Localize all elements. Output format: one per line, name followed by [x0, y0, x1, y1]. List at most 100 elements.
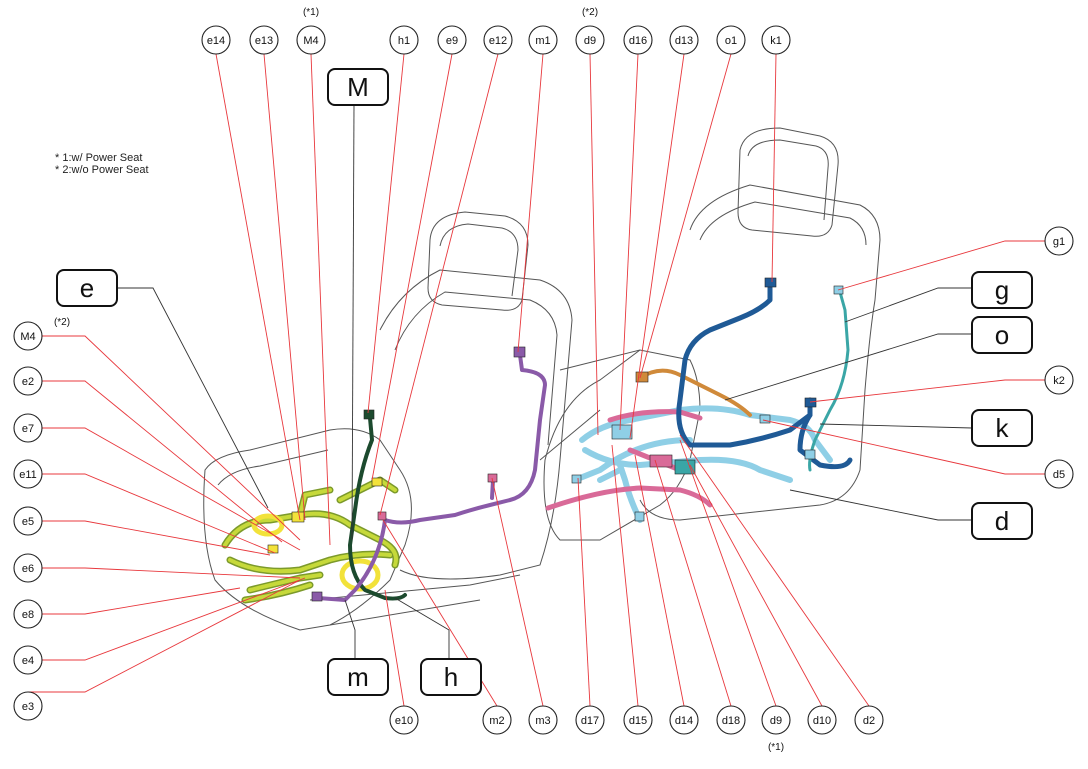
connector-label: d16: [629, 35, 647, 47]
leader-e3: [28, 579, 301, 693]
leader-e11: [42, 473, 276, 554]
area-label-k: k: [971, 409, 1033, 447]
connector-block-k1: [764, 277, 777, 288]
connector-label: e4: [22, 655, 34, 667]
connector-label: m1: [535, 35, 550, 47]
connector-circle: [389, 25, 419, 55]
area-label-box: [420, 658, 482, 696]
leader-d13: [629, 53, 685, 439]
connector-circle: [1044, 365, 1074, 395]
leader-e12: [379, 53, 499, 516]
connector-circle: [716, 25, 746, 55]
connector-e12: e12: [483, 25, 513, 55]
connector-label: e2: [22, 376, 34, 388]
area-label-text: g: [995, 275, 1009, 305]
area-label-text: h: [444, 662, 458, 692]
area-label-g: g: [971, 271, 1033, 309]
connector-circle: [716, 705, 746, 735]
harness-e: [221, 476, 400, 604]
connector-e4: e4: [13, 645, 43, 675]
connector-note: (*2): [582, 7, 598, 18]
connector-e2: e2: [13, 366, 43, 396]
connector-block-d: [611, 424, 633, 440]
rear-side: [539, 349, 641, 461]
footnotes: * 1:w/ Power Seat * 2:w/o Power Seat: [55, 152, 149, 176]
leader-e14: [215, 53, 301, 521]
leader-m3: [491, 477, 544, 707]
harness-yellow-loops: [251, 513, 381, 592]
connector-e5: e5: [13, 506, 43, 536]
pointer-d: [789, 489, 972, 521]
connector-d5: d5: [1044, 459, 1074, 489]
harnesses: [221, 282, 853, 604]
harness-k: [676, 282, 853, 470]
connector-label: d17: [581, 715, 599, 727]
connector-block-m3: [311, 591, 323, 602]
connector-e7: e7: [13, 413, 43, 443]
harness-g: [808, 290, 850, 472]
connector-label: k2: [1053, 375, 1065, 387]
connector-label: M4: [303, 35, 318, 47]
connector-label: e6: [22, 563, 34, 575]
front-headrest-inner: [439, 223, 519, 297]
connector-d15: d15: [623, 705, 653, 735]
rear-seat-back: [639, 184, 881, 521]
connector-label: e7: [22, 423, 34, 435]
connector-block-d5: [634, 511, 645, 522]
connector-circle: [201, 25, 231, 55]
area-label-text: m: [347, 662, 369, 692]
area-label-e: e: [56, 269, 118, 307]
connector-d2: d2: [854, 705, 884, 735]
leader-e5: [42, 520, 271, 556]
leader-M4b: [42, 335, 301, 541]
front-cushion: [203, 428, 412, 631]
connector-circle: [296, 25, 326, 55]
connector-circle: [483, 25, 513, 55]
connector-circle: [13, 645, 43, 675]
footnote-1: * 1:w/ Power Seat: [55, 152, 142, 164]
connector-block-e2: [267, 544, 279, 554]
connector-label: e3: [22, 701, 34, 713]
connector-circle: [528, 705, 558, 735]
connector-label: e11: [19, 469, 37, 481]
connector-label: d2: [863, 715, 875, 727]
connector-block-d6: [759, 414, 771, 424]
leader-d10: [689, 464, 823, 707]
area-label-box: [971, 502, 1033, 540]
connector-circle: [13, 553, 43, 583]
connector-circle: [437, 25, 467, 55]
connector-circle: [575, 705, 605, 735]
connector-label: d18: [722, 715, 740, 727]
area-label-text: e: [80, 273, 94, 303]
connector-circle: [13, 413, 43, 443]
area-label-M: M: [327, 68, 389, 106]
harness-e-light: [223, 478, 398, 602]
connector-circle: [528, 25, 558, 55]
connector-block-e4: [377, 511, 387, 521]
area-label-h: h: [420, 658, 482, 696]
connector-block-m1: [513, 346, 526, 358]
area-label-box: [56, 269, 118, 307]
pointer-o: [724, 333, 972, 401]
connector-m2: m2: [482, 705, 512, 735]
connector-circle: [623, 25, 653, 55]
connector-circle: [854, 705, 884, 735]
connector-m1: m1: [528, 25, 558, 55]
leader-e8: [42, 587, 241, 615]
connector-label: d9: [584, 35, 596, 47]
connector-h1: h1: [389, 25, 419, 55]
area-label-text: o: [995, 320, 1009, 350]
connector-e14: e14: [201, 25, 231, 55]
connector-M4a: M4(*1): [296, 7, 326, 55]
connector-block-d3: [674, 459, 696, 475]
connector-d18: d18: [716, 705, 746, 735]
leader-m1: [517, 53, 544, 353]
connector-block-e3: [371, 477, 383, 487]
pointer-m: [344, 599, 356, 659]
connector-label: e13: [255, 35, 273, 47]
connector-d9b: d9(*1): [761, 705, 791, 753]
connector-e11: e11: [13, 459, 43, 489]
connector-note: (*2): [54, 317, 70, 328]
connector-e13: e13: [249, 25, 279, 55]
